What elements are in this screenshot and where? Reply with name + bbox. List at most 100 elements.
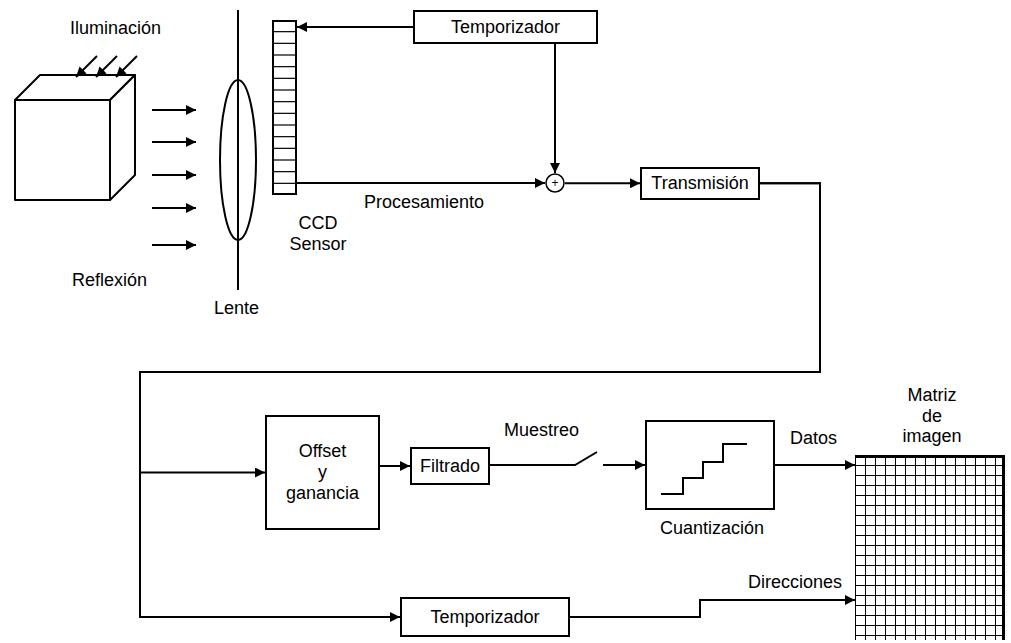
illumination-arrows	[76, 56, 137, 77]
ccd-sensor: CCD Sensor	[272, 20, 297, 195]
sum-junction: +	[545, 173, 565, 193]
figure-label: Iluminación	[70, 18, 161, 39]
signal-label: Direcciones	[746, 572, 844, 593]
cube-side	[110, 75, 135, 200]
signal-arrow	[140, 183, 820, 617]
grid-line	[855, 505, 1005, 506]
grid-line	[955, 455, 956, 640]
grid-line	[855, 545, 1005, 546]
ccd-cell-line	[273, 113, 296, 114]
light-arrow	[116, 56, 137, 77]
lens-axis	[237, 10, 239, 290]
grid-border	[855, 455, 1005, 458]
grid-line	[855, 465, 1005, 466]
signal-arrow	[380, 465, 410, 467]
pixel-grid	[855, 455, 1005, 640]
grid-line	[855, 625, 1005, 626]
grid-line	[885, 455, 886, 640]
grid-line	[855, 525, 1005, 526]
grid-ground	[855, 455, 1005, 640]
grid-line	[855, 635, 1005, 636]
ccd-cell-line	[273, 159, 296, 160]
reflection-arrow	[152, 109, 196, 111]
signal-arrow	[775, 464, 855, 466]
object-cube	[15, 75, 135, 200]
ccd-cell-line	[273, 171, 296, 172]
cube-front	[15, 100, 110, 200]
ccd-outline	[273, 21, 296, 194]
ccd-cell-line	[273, 31, 296, 32]
reflection-arrow	[152, 244, 196, 246]
grid-line	[855, 555, 1005, 556]
timer-box: Temporizador	[413, 10, 598, 44]
grid-line	[855, 535, 1005, 536]
grid-line	[855, 615, 1005, 616]
ccd-cell-line	[273, 43, 296, 44]
node-text: Matriz de imagen	[899, 385, 965, 447]
reflection-arrow	[152, 207, 196, 209]
grid-line	[855, 455, 856, 640]
grid-line	[855, 585, 1005, 586]
lens-symbol	[220, 10, 256, 290]
grid-line	[855, 485, 1005, 486]
ccd-cell-line	[273, 66, 296, 67]
signal-arrow	[297, 182, 545, 184]
grid-line	[995, 455, 996, 640]
light-arrow	[96, 56, 117, 77]
image-matrix: Matriz de imagen	[855, 455, 1005, 640]
grid-line	[865, 455, 866, 640]
quantizer-box: Cuantización	[645, 420, 775, 510]
signal-label: Datos	[788, 428, 839, 449]
grid-line	[905, 455, 906, 640]
signal-arrow	[297, 26, 413, 28]
figure-label: Reflexión	[72, 270, 147, 291]
signal-label: Muestreo	[502, 420, 581, 441]
grid-line	[855, 595, 1005, 596]
node-text: Cuantización	[637, 518, 787, 539]
grid-border	[1002, 455, 1005, 640]
reflection-arrow	[152, 174, 196, 176]
node-text: +	[551, 177, 558, 189]
staircase-line	[661, 444, 747, 494]
node-text: Temporizador	[451, 17, 560, 38]
signal-arrow	[554, 44, 556, 173]
ccd-cell-line	[273, 89, 296, 90]
process-box: Filtrado	[410, 447, 490, 485]
grid-line	[875, 455, 876, 640]
reflection-arrows	[152, 110, 196, 245]
node-text: CCD Sensor	[283, 213, 353, 254]
grid-line	[1004, 455, 1005, 640]
signal-label: Procesamiento	[362, 192, 486, 213]
signal-arrow	[565, 182, 640, 184]
ccd-cell-line	[273, 54, 296, 55]
ccd-cell-line	[273, 101, 296, 102]
timer-box: Temporizador	[400, 597, 570, 637]
ccd-cell-line	[273, 148, 296, 149]
ccd-cell-line	[273, 124, 296, 125]
grid-line	[855, 475, 1005, 476]
reflection-arrow	[152, 141, 196, 143]
grid-line	[855, 575, 1005, 576]
staircase-symbol	[647, 422, 773, 508]
grid-line	[945, 455, 946, 640]
ccd-cell-line	[273, 136, 296, 137]
grid-line	[985, 455, 986, 640]
lens-ellipse	[220, 80, 256, 240]
grid-line	[935, 455, 936, 640]
grid-line	[925, 455, 926, 640]
process-box: Offset y ganancia	[265, 415, 380, 530]
figure-label: Lente	[214, 298, 259, 319]
junction-circle	[546, 174, 564, 192]
signal-arrow	[570, 600, 855, 617]
grid-line	[965, 455, 966, 640]
grid-line	[855, 605, 1005, 606]
node-text: Filtrado	[420, 456, 480, 477]
light-arrow	[76, 56, 97, 77]
grid-line	[855, 515, 1005, 516]
process-box: Transmisión	[640, 167, 760, 200]
grid-line	[915, 455, 916, 640]
node-text: Temporizador	[430, 607, 539, 628]
ccd-cell-line	[273, 78, 296, 79]
node-text: Transmisión	[651, 173, 748, 194]
